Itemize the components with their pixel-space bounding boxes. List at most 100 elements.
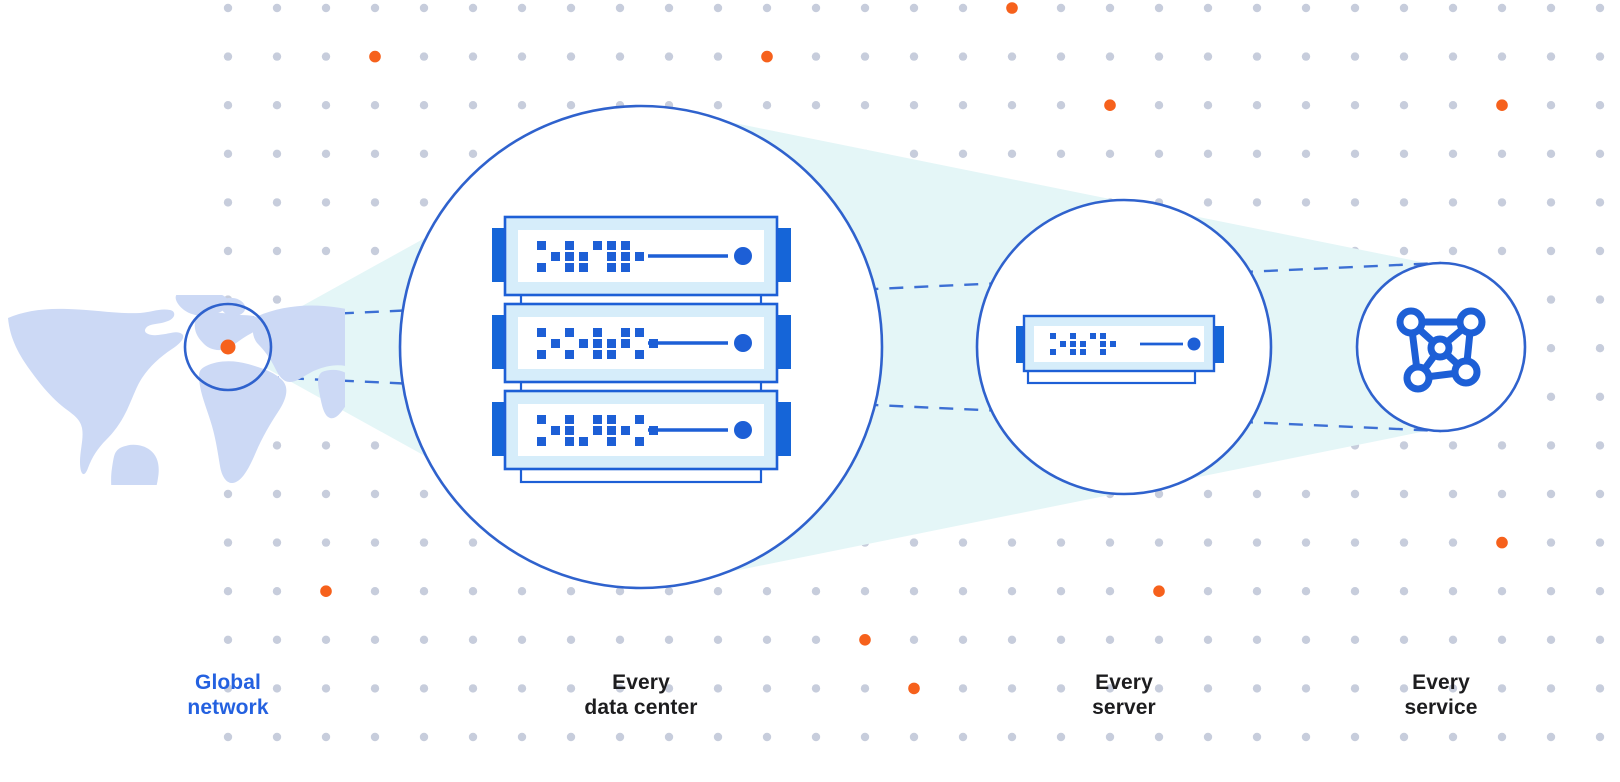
grid-dot — [1448, 3, 1458, 13]
grid-dot — [517, 587, 527, 596]
server-status-dot-icon — [734, 421, 752, 439]
server-status-dot-icon — [1187, 337, 1201, 351]
grid-dot — [1252, 635, 1262, 644]
grid-dot — [272, 101, 282, 110]
grid-dot — [1595, 3, 1605, 13]
grid-dot — [909, 149, 919, 158]
grid-dot-accent — [908, 682, 920, 695]
grid-dot — [1546, 538, 1556, 547]
grid-dot — [1301, 684, 1311, 693]
grid-dot — [321, 246, 331, 256]
grid-dot — [223, 489, 233, 499]
grid-dot — [419, 635, 429, 644]
grid-dot — [223, 732, 233, 742]
grid-dot — [1546, 246, 1556, 256]
grid-dot — [1399, 246, 1409, 256]
grid-dot — [272, 538, 282, 547]
grid-dot — [1203, 635, 1213, 644]
grid-dot — [370, 635, 380, 644]
grid-dot — [1105, 3, 1115, 13]
server-led-grid-icon — [1050, 333, 1116, 355]
grid-dot — [223, 684, 233, 693]
grid-dot — [272, 52, 282, 61]
single-server-icon — [1016, 314, 1224, 385]
grid-dot — [762, 3, 772, 13]
grid-dot — [1546, 344, 1556, 353]
grid-dot — [1448, 684, 1458, 693]
grid-dot — [468, 149, 478, 158]
grid-dot — [468, 635, 478, 644]
grid-dot — [1497, 198, 1507, 207]
grid-dot — [1056, 101, 1066, 110]
grid-dot — [1350, 684, 1360, 693]
grid-dot — [1105, 635, 1115, 644]
grid-dot — [370, 587, 380, 596]
grid-dot — [1105, 732, 1115, 742]
grid-dot — [1448, 635, 1458, 644]
grid-dot — [1252, 52, 1262, 61]
grid-dot — [1252, 3, 1262, 13]
grid-dot — [1252, 732, 1262, 742]
grid-dot — [1546, 198, 1556, 207]
grid-dot — [370, 149, 380, 158]
grid-dot — [419, 732, 429, 742]
grid-dot — [370, 198, 380, 207]
grid-dot — [468, 52, 478, 61]
grid-dot — [1546, 684, 1556, 693]
grid-dot — [1595, 489, 1605, 499]
grid-dot — [1595, 149, 1605, 158]
grid-dot — [1399, 538, 1409, 547]
grid-dot — [468, 684, 478, 693]
grid-dot — [615, 635, 625, 644]
grid-dot — [1350, 587, 1360, 596]
stage-label-every-server: Every — [1095, 671, 1153, 694]
grid-dot — [1595, 344, 1605, 353]
grid-dot — [321, 101, 331, 110]
grid-dot — [860, 101, 870, 110]
grid-dot — [1399, 684, 1409, 693]
grid-dot — [419, 149, 429, 158]
grid-dot — [223, 538, 233, 547]
grid-dot — [762, 635, 772, 644]
grid-dot — [713, 732, 723, 742]
map-location-pin-icon — [220, 339, 236, 355]
grid-dot — [1350, 198, 1360, 207]
grid-dot — [1301, 538, 1311, 547]
grid-dot — [1203, 489, 1213, 499]
server-status-dot-icon — [734, 334, 752, 352]
grid-dot-accent — [859, 634, 871, 646]
grid-dot — [762, 684, 772, 693]
grid-dot — [1546, 149, 1556, 158]
grid-dot — [615, 587, 625, 596]
grid-dot — [223, 246, 233, 256]
grid-dot — [1350, 3, 1360, 13]
grid-dot — [370, 489, 380, 499]
grid-dot — [370, 732, 380, 742]
grid-dot — [1056, 538, 1066, 547]
grid-dot — [811, 587, 821, 596]
grid-dot — [958, 101, 968, 110]
grid-dot — [1301, 101, 1311, 110]
grid-dot — [566, 635, 576, 644]
grid-dot — [811, 732, 821, 742]
grid-dot — [1056, 3, 1066, 13]
stage-label-every-service: service — [1404, 696, 1477, 719]
grid-dot — [713, 587, 723, 596]
grid-dot — [223, 635, 233, 644]
grid-dot — [1350, 149, 1360, 158]
grid-dot — [713, 3, 723, 13]
grid-dot — [1350, 101, 1360, 110]
grid-dot — [419, 587, 429, 596]
grid-dot — [811, 3, 821, 13]
grid-dot — [1007, 149, 1017, 158]
grid-dot — [958, 732, 968, 742]
grid-dot — [909, 587, 919, 596]
grid-dot — [1301, 3, 1311, 13]
grid-dot — [1497, 684, 1507, 693]
grid-dot — [272, 246, 282, 256]
grid-dot — [1252, 149, 1262, 158]
stage-label-every-data-center: Every — [612, 671, 670, 694]
grid-dot — [1497, 3, 1507, 13]
grid-dot — [223, 587, 233, 596]
grid-dot — [1301, 149, 1311, 158]
